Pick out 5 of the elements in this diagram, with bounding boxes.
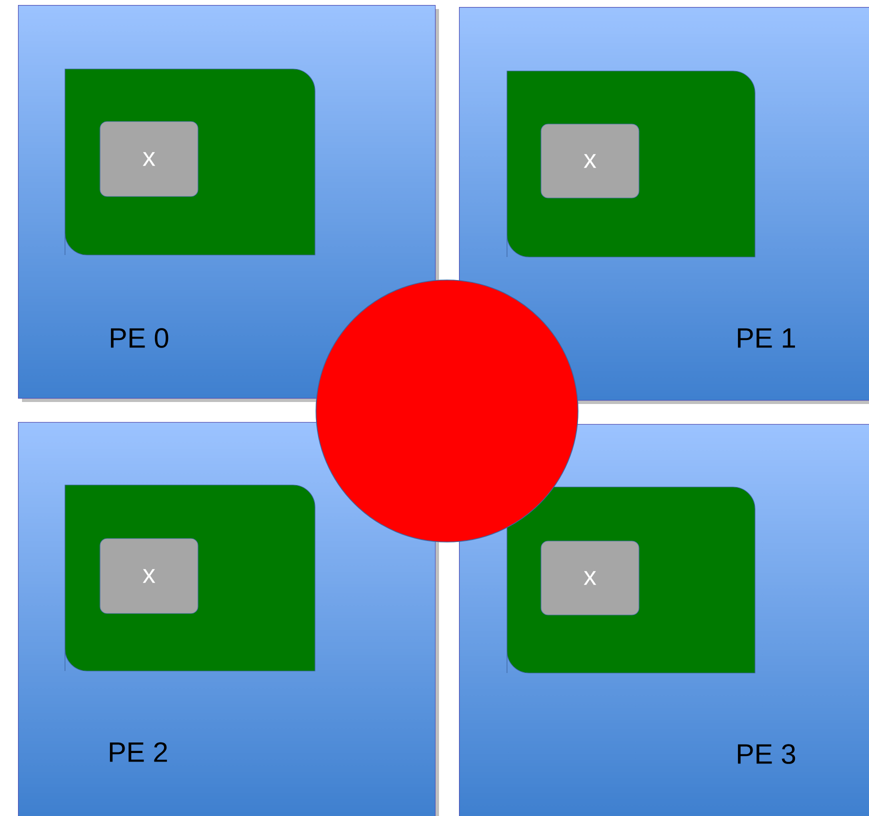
value-box: x bbox=[540, 124, 640, 198]
value-box: x bbox=[100, 538, 198, 614]
value-box: x bbox=[540, 540, 640, 616]
circle bbox=[316, 280, 578, 542]
value-box: x bbox=[100, 121, 198, 197]
